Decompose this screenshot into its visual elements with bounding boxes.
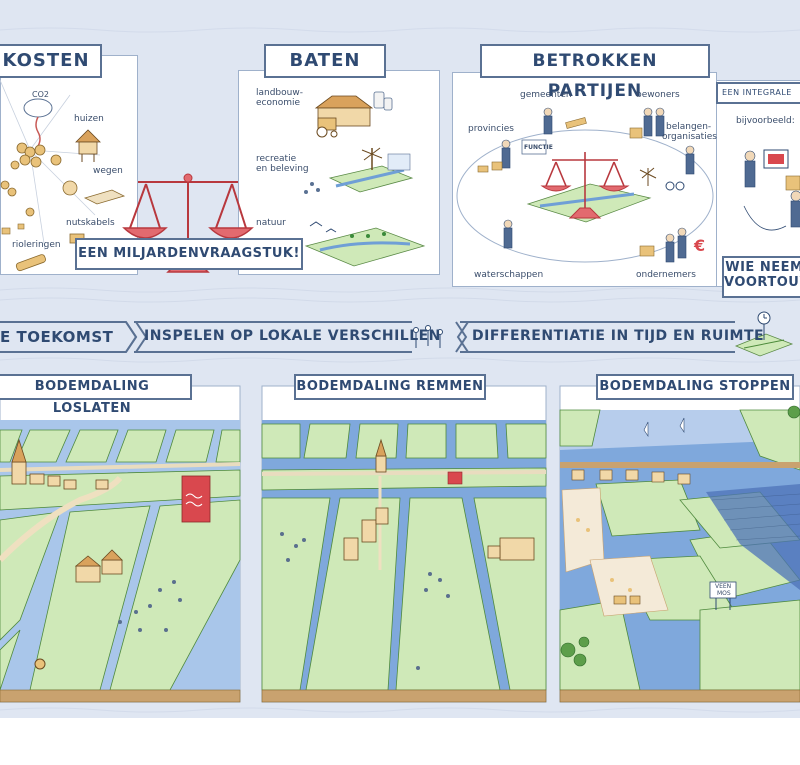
ondernemers-label: ondernemers: [636, 270, 696, 280]
stoppen-title: BODEMDALING STOPPEN: [596, 374, 794, 400]
nature-field-icon: [304, 227, 426, 267]
tractor-icon: [316, 117, 338, 138]
veen-mos-sign: [709, 581, 737, 599]
partijen-title: BETROKKEN PARTIJEN: [480, 44, 710, 101]
bewoners-label: bewoners: [636, 90, 680, 100]
natuur-label: natuur: [256, 218, 286, 228]
co2-cloud-icon: [23, 98, 53, 147]
solar-field: [706, 484, 800, 590]
pumping-station-icon: [181, 475, 211, 523]
tractor-small-icon: [34, 658, 46, 670]
landbouw-label-2: economie: [256, 98, 301, 108]
provincies-label: provincies: [468, 124, 514, 134]
remmen-title: BODEMDALING REMMEN: [294, 374, 486, 400]
birds-icon: [309, 221, 337, 233]
nutskabels-label: nutskabels: [66, 218, 115, 228]
rioleringen-label: rioleringen: [12, 240, 61, 250]
coins-icon: [0, 142, 62, 217]
loslaten-title: BODEMDALING LOSLATEN: [0, 374, 192, 416]
functie-sign: [521, 139, 547, 155]
recreatie-label-2: en beleving: [256, 164, 309, 174]
wegen-label: wegen: [93, 166, 123, 176]
road-icon: [83, 189, 126, 205]
timeline-inspelen: INSPELEN OP LOKALE VERSCHILLEN: [144, 328, 441, 344]
integrale-opgave-title: EEN INTEGRALE OPGAVE: [716, 82, 800, 104]
voortouw-line: VOORTOUW: [724, 275, 800, 290]
functie-label: FUNCTIE: [524, 144, 553, 151]
huizen-label: huizen: [74, 114, 104, 124]
windmill-icon: [361, 147, 383, 170]
small-windmill-icon: [639, 167, 657, 186]
milk-can-icon: [373, 91, 393, 111]
belangen-label-1: belangen-: [666, 122, 712, 132]
kosten-title: KOSTEN: [0, 44, 102, 78]
house-icon: [75, 129, 101, 162]
cable-roll-icon: [62, 180, 78, 196]
timeline-differentiatie: DIFFERENTIATIE IN TIJD EN RUIMTE: [472, 328, 765, 344]
gemeenten-label: gemeenten: [520, 90, 572, 100]
veen-sign-line-2: MOS: [717, 590, 731, 597]
wie-neemt-voortouw-box: WIE NEEMT VOORTOUW: [722, 256, 800, 298]
pipe-icon: [15, 254, 46, 272]
baten-title: BATEN: [264, 44, 386, 78]
belangen-label-2: organisaties: [662, 132, 717, 142]
timeline-toekomst: E TOEKOMST: [0, 328, 114, 346]
waterschappen-label: waterschappen: [474, 270, 544, 280]
euro-label: €: [694, 236, 706, 255]
landbouw-label-1: landbouw-: [256, 88, 303, 98]
veen-sign-line-1: VEEN: [715, 583, 732, 590]
people-icon: [501, 107, 695, 263]
bijvoorbeeld-label: bijvoorbeeld:: [736, 116, 795, 126]
miljarden-vraagstuk-box: EEN MILJARDENVRAAGSTUK!: [75, 238, 303, 270]
clock-field-icon: [734, 311, 794, 357]
wie-neemt-line: WIE NEEMT: [725, 260, 800, 275]
recreatie-label-1: recreatie: [256, 154, 297, 164]
bottom-margin: [0, 718, 800, 765]
co2-label: CO2: [32, 90, 49, 99]
